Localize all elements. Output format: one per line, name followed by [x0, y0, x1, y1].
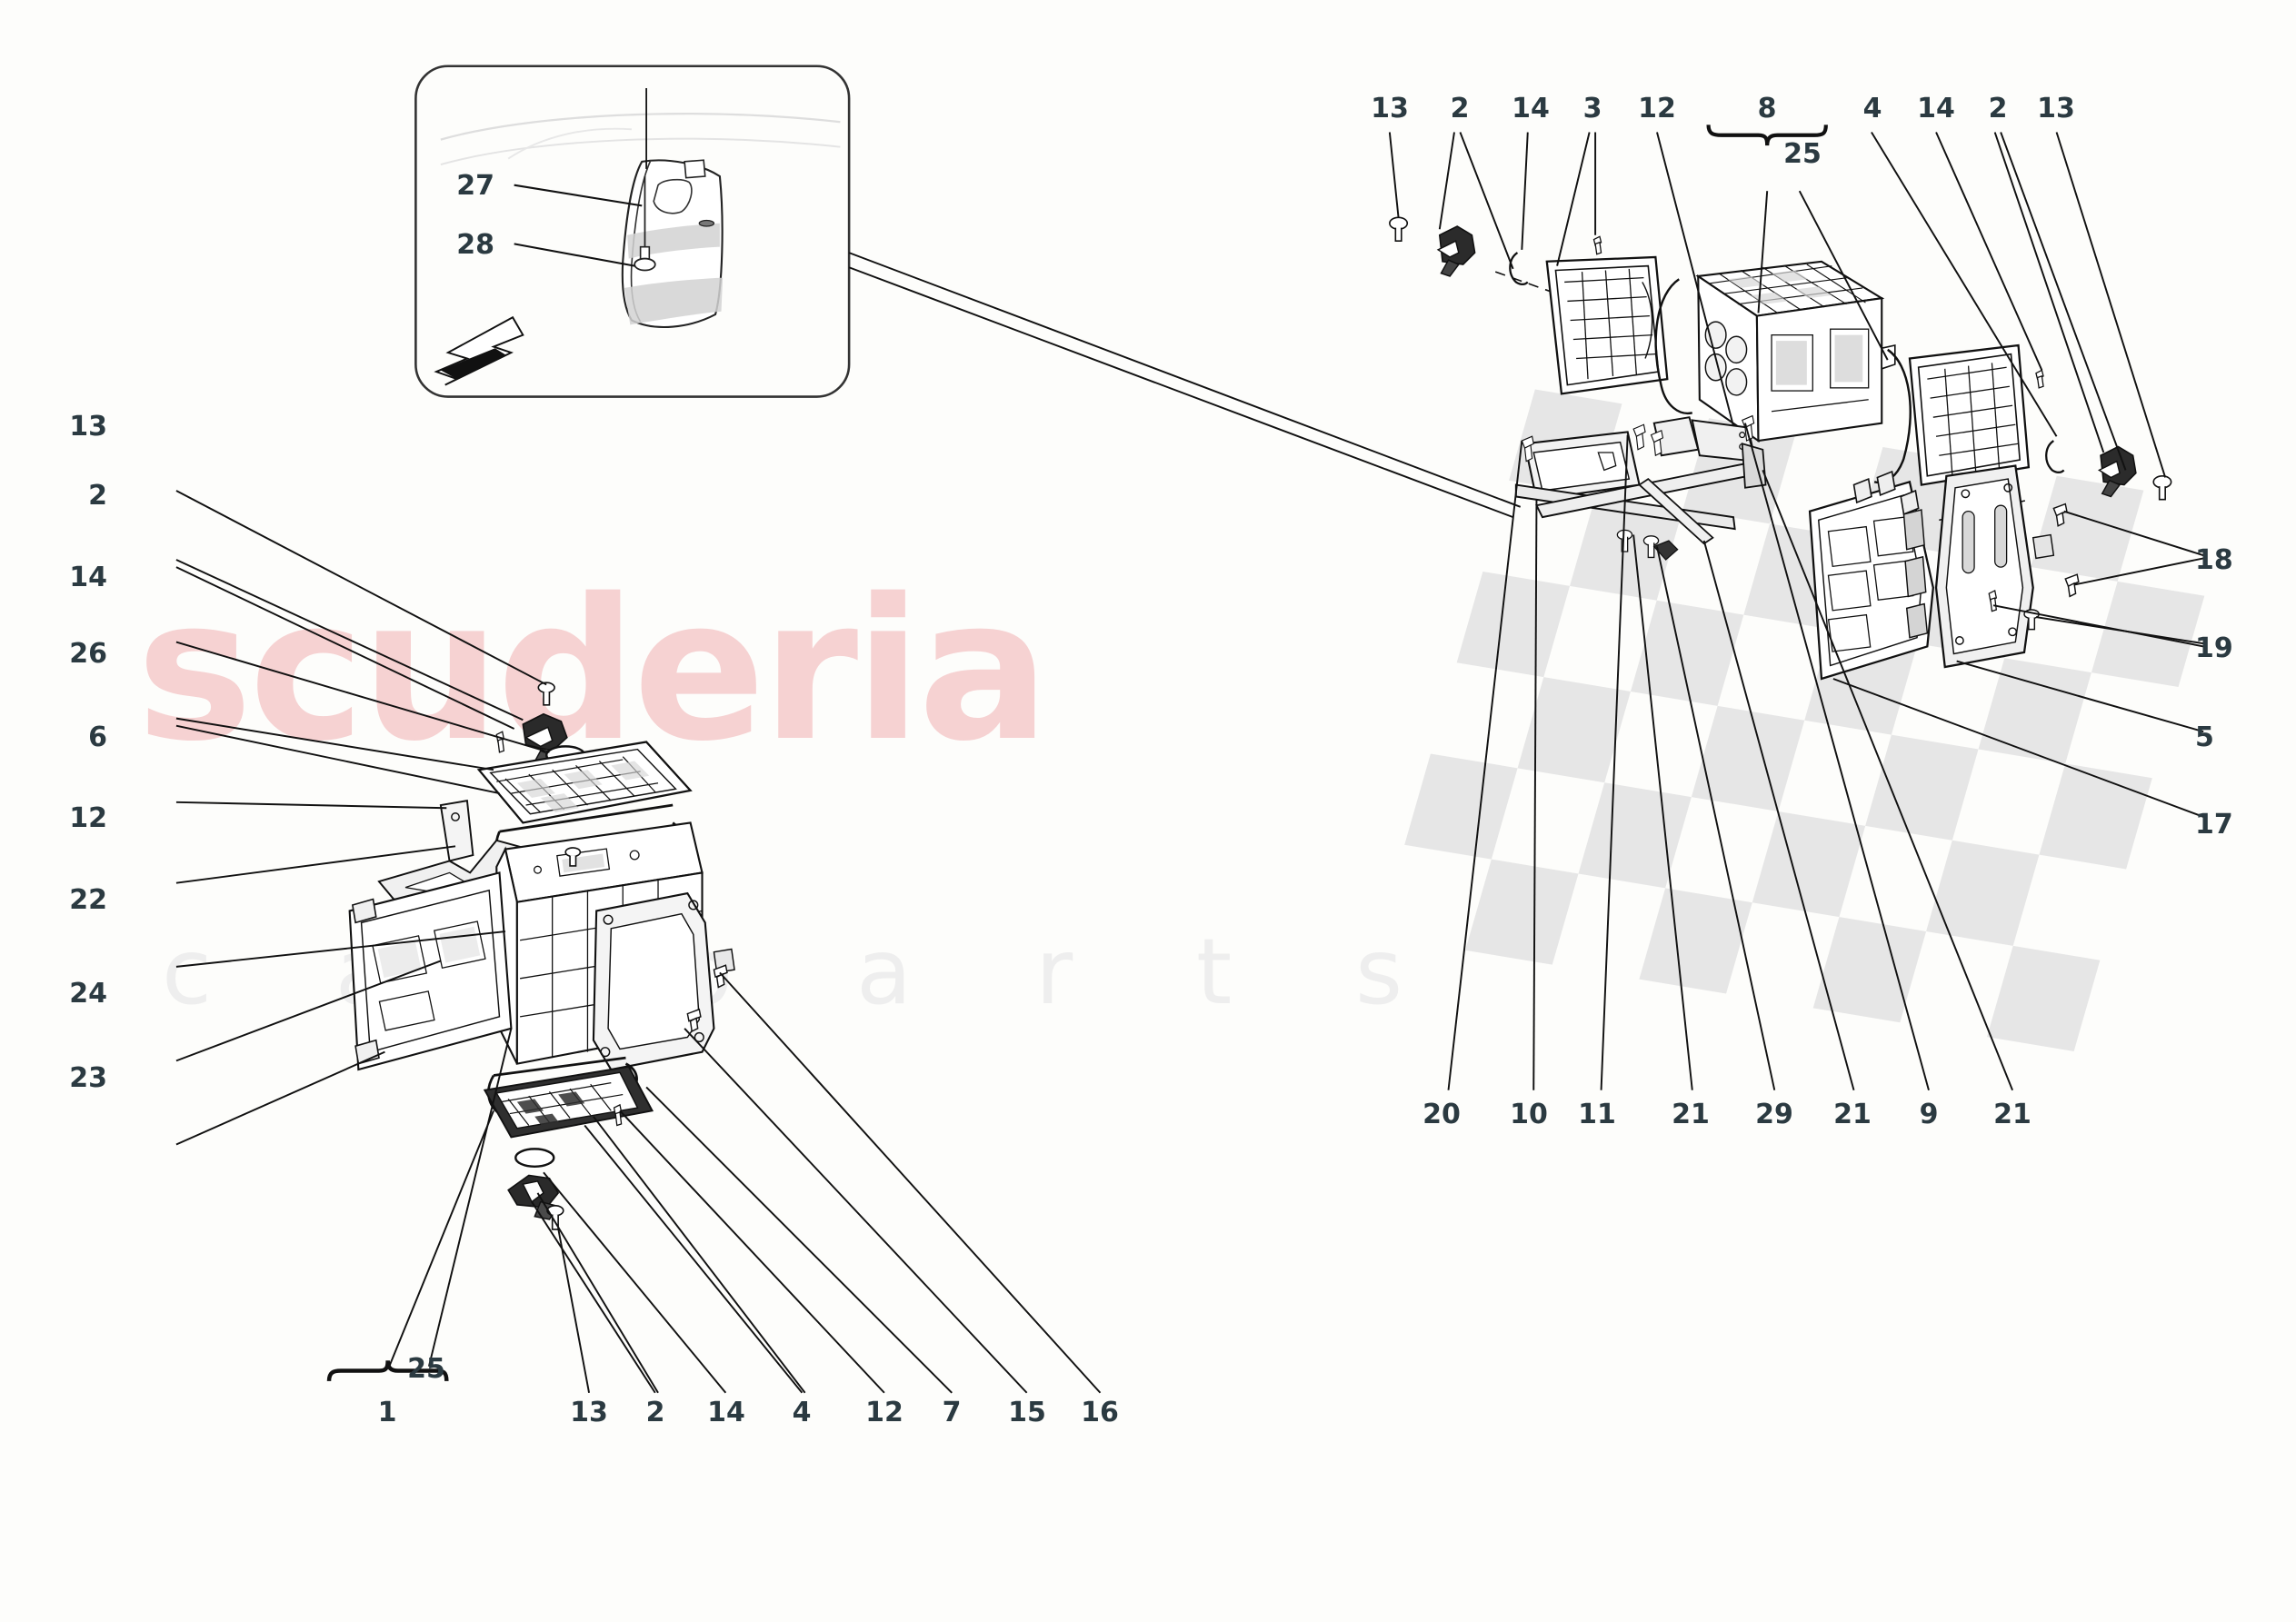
leaders-right-ecu — [1832, 510, 2204, 818]
part-cover-plate-right — [1908, 343, 2031, 486]
part-13-screw-left — [1389, 216, 1409, 242]
part-27-bracket — [621, 159, 724, 329]
label-29: 29 — [1755, 1099, 1793, 1130]
part-2-connector-bottom — [507, 1174, 560, 1220]
label-14: 14 — [1512, 93, 1550, 124]
leaders-top-right — [1388, 132, 2167, 478]
part-22-side-ecu — [348, 871, 513, 1071]
label-25-bottom: 25 — [407, 1353, 445, 1385]
label-10: 10 — [1510, 1099, 1548, 1130]
callout-leader-a — [848, 252, 1522, 508]
label-13b: 13 — [2037, 93, 2075, 124]
part-cover-plate-left — [1545, 255, 1669, 395]
label-13: 13 — [1371, 93, 1409, 124]
part-14-seal-ring-bottom — [514, 1148, 555, 1168]
part-12-bolt-bottom — [613, 1103, 623, 1127]
checkered-flag-watermark — [1404, 389, 2205, 1051]
label-12-left: 12 — [69, 802, 107, 834]
part-5-mount-bracket — [1934, 464, 2055, 669]
assembly-center-frame — [1447, 415, 2013, 1091]
frame-bolts — [1521, 415, 1755, 561]
part-2-connector-right — [2097, 445, 2137, 498]
label-19: 19 — [2195, 632, 2233, 664]
label-14-bot: 14 — [707, 1397, 745, 1428]
leaders-left-column — [175, 490, 550, 1146]
bracket-25-bottom — [326, 1360, 449, 1381]
label-1: 1 — [377, 1397, 397, 1428]
label-22-left: 22 — [69, 884, 107, 916]
part-28-fastener — [634, 176, 656, 272]
part-8-core-module — [1695, 260, 1896, 443]
label-21a: 21 — [1672, 1099, 1710, 1130]
assembly-main-left — [175, 490, 1102, 1394]
part-14-seal-left — [1509, 252, 1529, 285]
assembly-right-ecu — [1808, 464, 2204, 818]
part-3-bolt-left — [1592, 235, 1602, 255]
label-13-left: 13 — [69, 411, 107, 443]
label-6-left: 6 — [88, 721, 107, 753]
leaders-bottom-left — [388, 971, 1102, 1394]
label-4-bot: 4 — [792, 1397, 812, 1428]
label-21c: 21 — [1993, 1099, 2031, 1130]
label-28: 28 — [456, 229, 494, 261]
label-25-top: 25 — [1783, 138, 1822, 170]
label-2-left: 2 — [88, 480, 107, 512]
label-9: 9 — [1919, 1099, 1939, 1130]
label-15-bot: 15 — [1008, 1397, 1046, 1428]
label-17: 17 — [2195, 809, 2233, 841]
leader-27 — [514, 184, 643, 207]
label-26-left: 26 — [69, 638, 107, 670]
label-21b: 21 — [1833, 1099, 1872, 1130]
leader-28 — [514, 243, 635, 267]
direction-arrow — [434, 315, 524, 386]
label-3: 3 — [1582, 93, 1602, 124]
bracket-25-top — [1706, 124, 1828, 146]
label-7-bot: 7 — [942, 1397, 962, 1428]
part-4-cover-plate-bottom — [483, 1065, 654, 1139]
label-24-left: 24 — [69, 978, 107, 1010]
label-2: 2 — [1450, 93, 1470, 124]
label-13-bot: 13 — [570, 1397, 608, 1428]
callout-leader-b — [848, 266, 1513, 519]
leaders-center-frame — [1447, 423, 2013, 1091]
detail-callout-box — [414, 65, 851, 398]
part-19-screws — [1988, 590, 2040, 631]
part-bolt-small-top — [495, 731, 505, 753]
part-2-connector-left — [1436, 225, 1476, 277]
label-5: 5 — [2195, 721, 2214, 753]
label-23-left: 23 — [69, 1062, 107, 1094]
part-17-ecu-body — [1808, 470, 1934, 681]
part-bolt-right-upper — [2035, 369, 2044, 389]
assembly-top-right — [1388, 124, 2172, 501]
label-12: 12 — [1638, 93, 1676, 124]
part-18-screws — [2052, 503, 2080, 598]
part-13-screw-right — [2152, 475, 2172, 501]
frame-right-plate — [1652, 416, 1757, 463]
label-8: 8 — [1757, 93, 1777, 124]
label-12-bot: 12 — [865, 1397, 903, 1428]
label-16-bot: 16 — [1081, 1397, 1119, 1428]
label-18: 18 — [2195, 544, 2233, 576]
label-20: 20 — [1423, 1099, 1461, 1130]
part-16-mount-frame — [592, 891, 735, 1071]
label-4: 4 — [1862, 93, 1882, 124]
label-11: 11 — [1578, 1099, 1616, 1130]
label-14b: 14 — [1917, 93, 1955, 124]
label-2b: 2 — [1988, 93, 2008, 124]
frame-left-plate — [1523, 431, 1641, 501]
label-2-bot: 2 — [645, 1397, 665, 1428]
part-12-gasket-left — [1654, 278, 1693, 415]
label-14-left: 14 — [69, 562, 107, 593]
watermark-scuderia: scuderia — [136, 556, 1050, 784]
part-26-cover-plate-top — [476, 741, 693, 824]
label-27: 27 — [456, 170, 494, 202]
part-13-bolt-top — [537, 682, 555, 706]
part-4-seal-right — [2045, 440, 2065, 473]
